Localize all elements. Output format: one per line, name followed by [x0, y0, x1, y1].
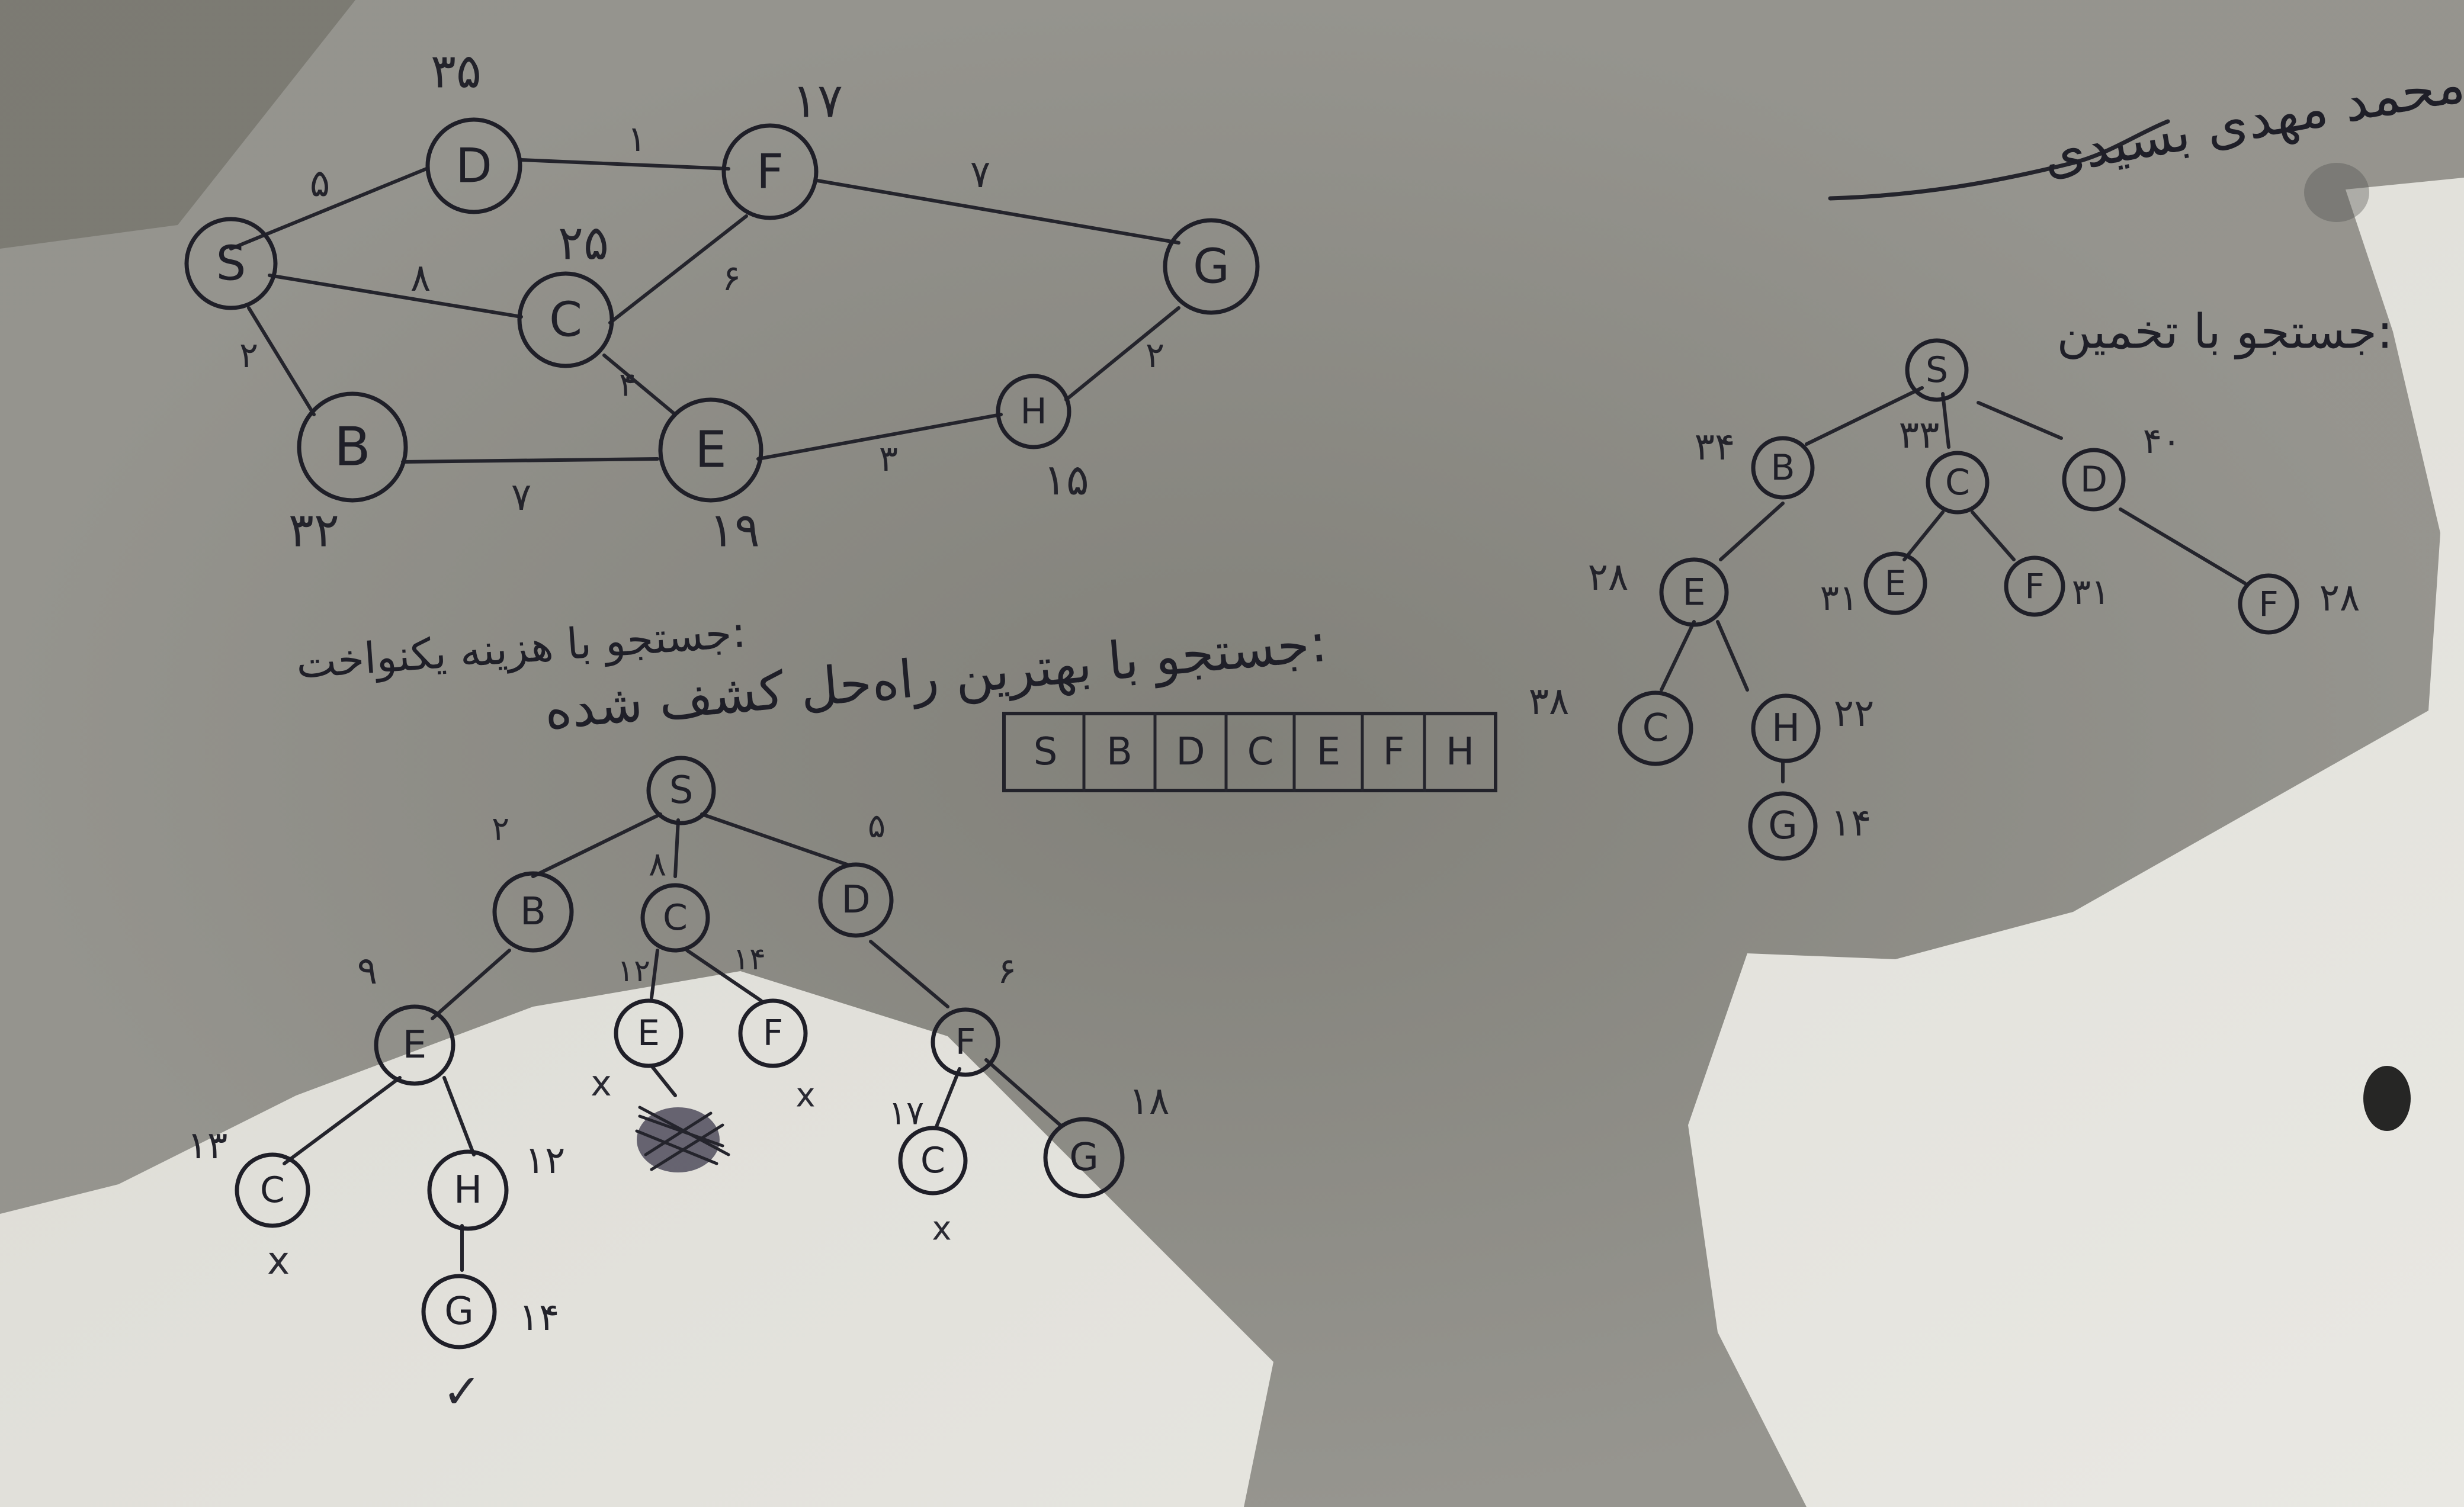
- weight-f-g: ۷: [970, 153, 990, 197]
- a-star-node: G: [1768, 804, 1798, 848]
- ucs-node: H: [454, 1168, 482, 1212]
- ucs-cost: ۵: [868, 807, 886, 846]
- h-value-h: ۱۵: [1043, 455, 1089, 505]
- a-star-f-value: ۳۱: [1820, 577, 1858, 619]
- ucs-cost: ۶: [997, 950, 1016, 992]
- h-value-e: ۱۹: [709, 503, 760, 558]
- a-star-node: E: [1682, 571, 1705, 614]
- ucs-cost: ۱۴: [519, 1296, 560, 1339]
- a-star-node: E: [1885, 563, 1907, 603]
- a-star-f-value: ۳۱: [2072, 571, 2110, 613]
- a-star-node: B: [1770, 447, 1795, 489]
- ucs-cost: ۸: [649, 846, 666, 884]
- a-star-tree: جستجو با تخمین: S B C D E E F F C: [1529, 304, 2393, 861]
- shadow-left-edge: [0, 0, 355, 249]
- weight-s-c: ۸: [410, 256, 431, 300]
- ucs-cost: ۲: [492, 810, 509, 849]
- pruned-mark: x: [932, 1210, 951, 1248]
- a-star-f-value: ۱۴: [1831, 801, 1872, 845]
- closed-list: S B D C E F H: [1002, 712, 1497, 792]
- scribbled-out-node: [635, 1106, 730, 1172]
- a-star-f-value: ۳۸: [1529, 680, 1570, 724]
- ucs-cost: ۱۴: [733, 942, 766, 977]
- a-star-f-value: ۳۳: [1899, 413, 1940, 457]
- a-star-node: F: [2025, 566, 2044, 606]
- binder-hole-bottom: [2363, 1066, 2411, 1131]
- pruned-mark: x: [795, 1077, 815, 1115]
- ucs-node: C: [920, 1140, 945, 1181]
- a-star-f-value: ۳۴: [1695, 425, 1735, 469]
- ucs-cost: ۱۳: [187, 1124, 228, 1168]
- ucs-node: C: [663, 897, 688, 939]
- ucs-node: E: [403, 1023, 426, 1067]
- closed-list-item: D: [1176, 730, 1205, 774]
- a-star-title: جستجو با تخمین:: [2056, 304, 2393, 360]
- closed-list-item: H: [1446, 730, 1474, 774]
- weight-e-h: ۳: [879, 438, 898, 480]
- ucs-node: C: [260, 1169, 285, 1211]
- weight-c-f: ۶: [722, 258, 741, 299]
- a-star-node: C: [1945, 462, 1970, 503]
- ucs-node: G: [444, 1290, 474, 1334]
- ucs-node: E: [637, 1013, 660, 1054]
- ucs-cost: ۱۷: [888, 1094, 924, 1133]
- graph-node-f: F: [756, 144, 784, 200]
- a-star-f-value: ۴۰: [2143, 420, 2181, 462]
- ucs-node: G: [1069, 1136, 1099, 1180]
- h-value-b: ۳۲: [288, 503, 339, 558]
- a-star-node: F: [2258, 584, 2278, 624]
- pruned-mark: x: [267, 1239, 290, 1283]
- ucs-node: S: [669, 769, 694, 812]
- closed-list-item: B: [1106, 730, 1132, 774]
- a-star-node: C: [1642, 706, 1669, 750]
- goal-check-mark: ✓: [442, 1364, 482, 1419]
- h-value-c: ۲۵: [558, 216, 609, 271]
- a-star-node: S: [1926, 349, 1948, 391]
- closed-list-item: E: [1317, 730, 1340, 774]
- closed-list-item: F: [1383, 730, 1405, 774]
- ucs-node: B: [520, 890, 546, 934]
- h-value-f: ۱۷: [792, 73, 843, 128]
- graph-node-g: G: [1193, 239, 1230, 294]
- ucs-cost: ۱۲: [617, 953, 650, 989]
- graph-node-d: D: [455, 139, 492, 194]
- problem-graph: S D F C G B E H ۳۵ ۱۷ ۲۵ ۳۲ ۱۹ ۱۵ ۵: [184, 44, 1260, 558]
- weight-d-f: ۱: [627, 118, 646, 160]
- ucs-cost: ۱۸: [1129, 1079, 1170, 1123]
- h-value-d: ۳۵: [431, 44, 482, 99]
- ucs-cost: ۱۲: [525, 1139, 566, 1183]
- a-star-f-value: ۲۲: [1834, 692, 1875, 735]
- ucs-node: F: [763, 1013, 784, 1054]
- ucs-cost: ۹: [357, 949, 377, 993]
- a-star-node: H: [1772, 706, 1800, 750]
- closed-list-item: C: [1247, 730, 1274, 774]
- ucs-node: D: [841, 878, 870, 922]
- graph-node-h: H: [1020, 391, 1047, 432]
- graph-node-b: B: [334, 416, 371, 478]
- ucs-node: F: [955, 1021, 976, 1063]
- weight-s-b: ۲: [239, 335, 258, 376]
- graph-node-s: S: [216, 236, 246, 291]
- graph-node-e: E: [695, 421, 727, 480]
- binder-hole-top: [2304, 163, 2369, 222]
- closed-list-item: S: [1034, 730, 1058, 774]
- weight-c-e: ۴: [619, 366, 637, 404]
- weight-h-g: ۲: [1146, 335, 1164, 376]
- a-star-node: D: [2080, 459, 2107, 500]
- weight-s-d: ۵: [310, 162, 330, 205]
- graph-node-c: C: [549, 293, 582, 348]
- pruned-mark: x: [591, 1063, 612, 1104]
- a-star-f-value: ۲۸: [1588, 555, 1629, 599]
- a-star-f-value: ۲۸: [2319, 576, 2360, 620]
- weight-b-e: ۷: [511, 475, 531, 519]
